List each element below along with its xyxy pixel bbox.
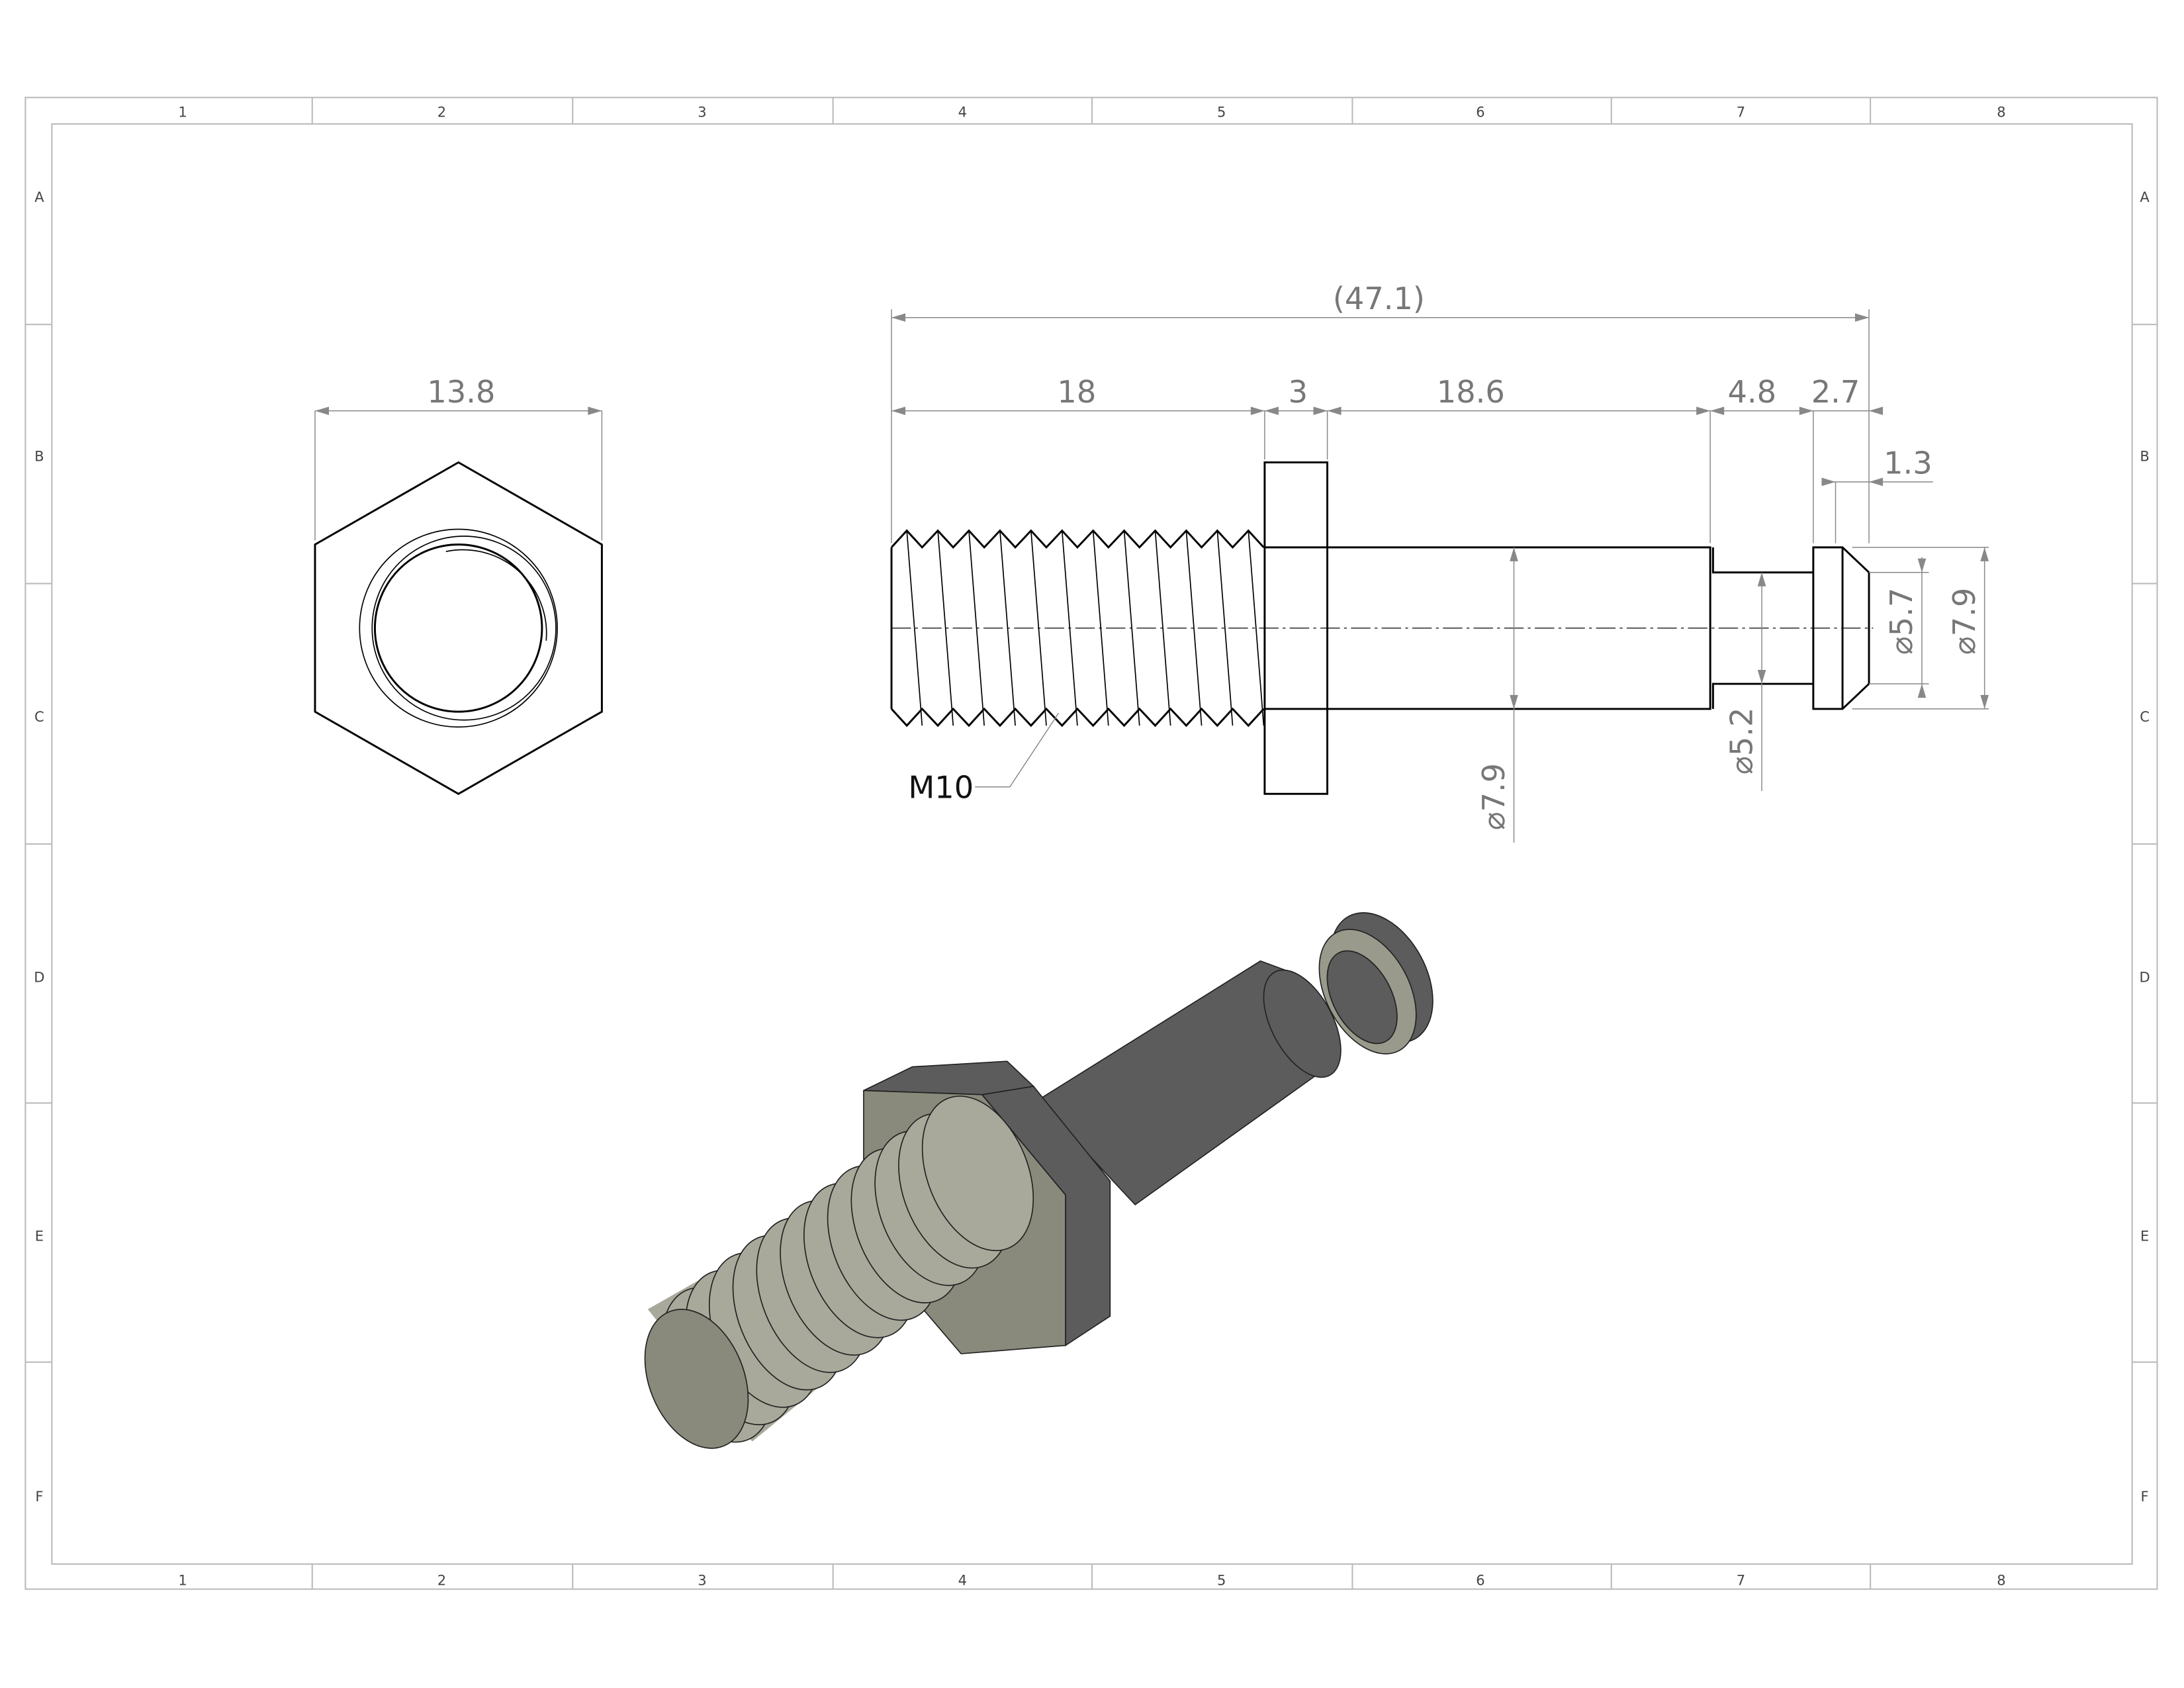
dim-chamfer-length: 1.3 <box>1884 445 1933 481</box>
row-label: F <box>2141 1488 2149 1505</box>
thread-flank <box>999 530 1016 726</box>
column-label: 8 <box>1997 1571 2005 1588</box>
dim-head-diameter: ⌀7.9 <box>1946 588 1982 655</box>
column-label: 2 <box>437 1571 446 1588</box>
thread-ridge <box>921 1096 1034 1252</box>
column-label: 6 <box>1476 104 1484 120</box>
column-label: 8 <box>1997 104 2005 120</box>
thread-major-circle <box>359 528 558 728</box>
row-label: B <box>2140 447 2149 464</box>
column-label: 5 <box>1217 1571 1226 1588</box>
column-label: 1 <box>178 1571 187 1588</box>
thread-callout: M10 <box>908 770 974 806</box>
column-label: 2 <box>437 104 446 120</box>
dim-head-length: 2.7 <box>1811 374 1860 410</box>
side-view: (47.1) 18 3 18.6 4.8 2.7 1.3 ⌀7.9 ⌀5.2 ⌀… <box>890 281 1989 843</box>
thread-flank <box>1123 530 1140 726</box>
thread-flank <box>1185 530 1203 726</box>
row-label: D <box>2140 968 2150 985</box>
dim-head-inner-diameter: ⌀5.7 <box>1884 588 1919 655</box>
thread-flank <box>1248 530 1265 726</box>
thread-flank <box>968 530 985 726</box>
neck <box>1711 547 1813 709</box>
column-label: 3 <box>698 1571 706 1588</box>
thread-circle <box>371 536 557 721</box>
column-label: 1 <box>178 104 187 120</box>
thread-flank <box>1061 530 1078 726</box>
dim-shaft-length: 18.6 <box>1437 374 1505 410</box>
row-label: E <box>35 1228 44 1244</box>
outer-border <box>24 97 2158 1590</box>
column-label: 7 <box>1737 104 1745 120</box>
thread-flank <box>906 530 923 726</box>
row-label: E <box>2140 1228 2149 1244</box>
dim-flange-thickness: 3 <box>1289 374 1308 410</box>
dim-shaft-diameter: ⌀7.9 <box>1476 763 1512 830</box>
dim-neck-length: 4.8 <box>1727 374 1776 410</box>
thread-flank <box>1030 530 1047 726</box>
thread-flank <box>937 530 954 726</box>
hex-outline <box>314 461 603 795</box>
dim-overall-length: (47.1) <box>1333 281 1425 316</box>
thread-end-face <box>644 1309 749 1449</box>
thread-crest-top <box>890 529 1265 549</box>
dim-neck-diameter: ⌀5.2 <box>1723 708 1759 774</box>
column-label: 3 <box>698 104 706 120</box>
thread-start-arc <box>445 549 547 641</box>
isometric-view <box>644 912 1433 1449</box>
row-label: A <box>34 189 44 205</box>
row-label: F <box>35 1488 43 1505</box>
row-label: B <box>34 447 44 464</box>
hex-top-face <box>863 1060 1035 1096</box>
row-label: C <box>2140 708 2150 725</box>
thread-flank <box>1092 530 1109 726</box>
thread-minor-circle <box>373 543 543 713</box>
row-label: D <box>34 968 44 985</box>
shaft <box>1327 546 1711 710</box>
column-label: 7 <box>1737 1571 1745 1588</box>
row-label: C <box>34 708 44 725</box>
dim-across-flats: 13.8 <box>427 374 495 410</box>
thread-flank <box>1154 530 1171 726</box>
thread-flank <box>1216 530 1234 726</box>
inner-border <box>51 123 2133 1565</box>
column-label: 4 <box>958 1571 967 1588</box>
thread-crest-bottom <box>890 707 1265 727</box>
column-label: 4 <box>958 104 967 120</box>
dim-thread-length: 18 <box>1057 374 1096 410</box>
thread-profile <box>890 529 1265 727</box>
column-label: 5 <box>1217 104 1226 120</box>
end-view: 13.8 <box>314 374 603 795</box>
column-label: 6 <box>1476 1571 1484 1588</box>
row-label: A <box>2140 189 2150 205</box>
flange <box>1263 461 1329 795</box>
